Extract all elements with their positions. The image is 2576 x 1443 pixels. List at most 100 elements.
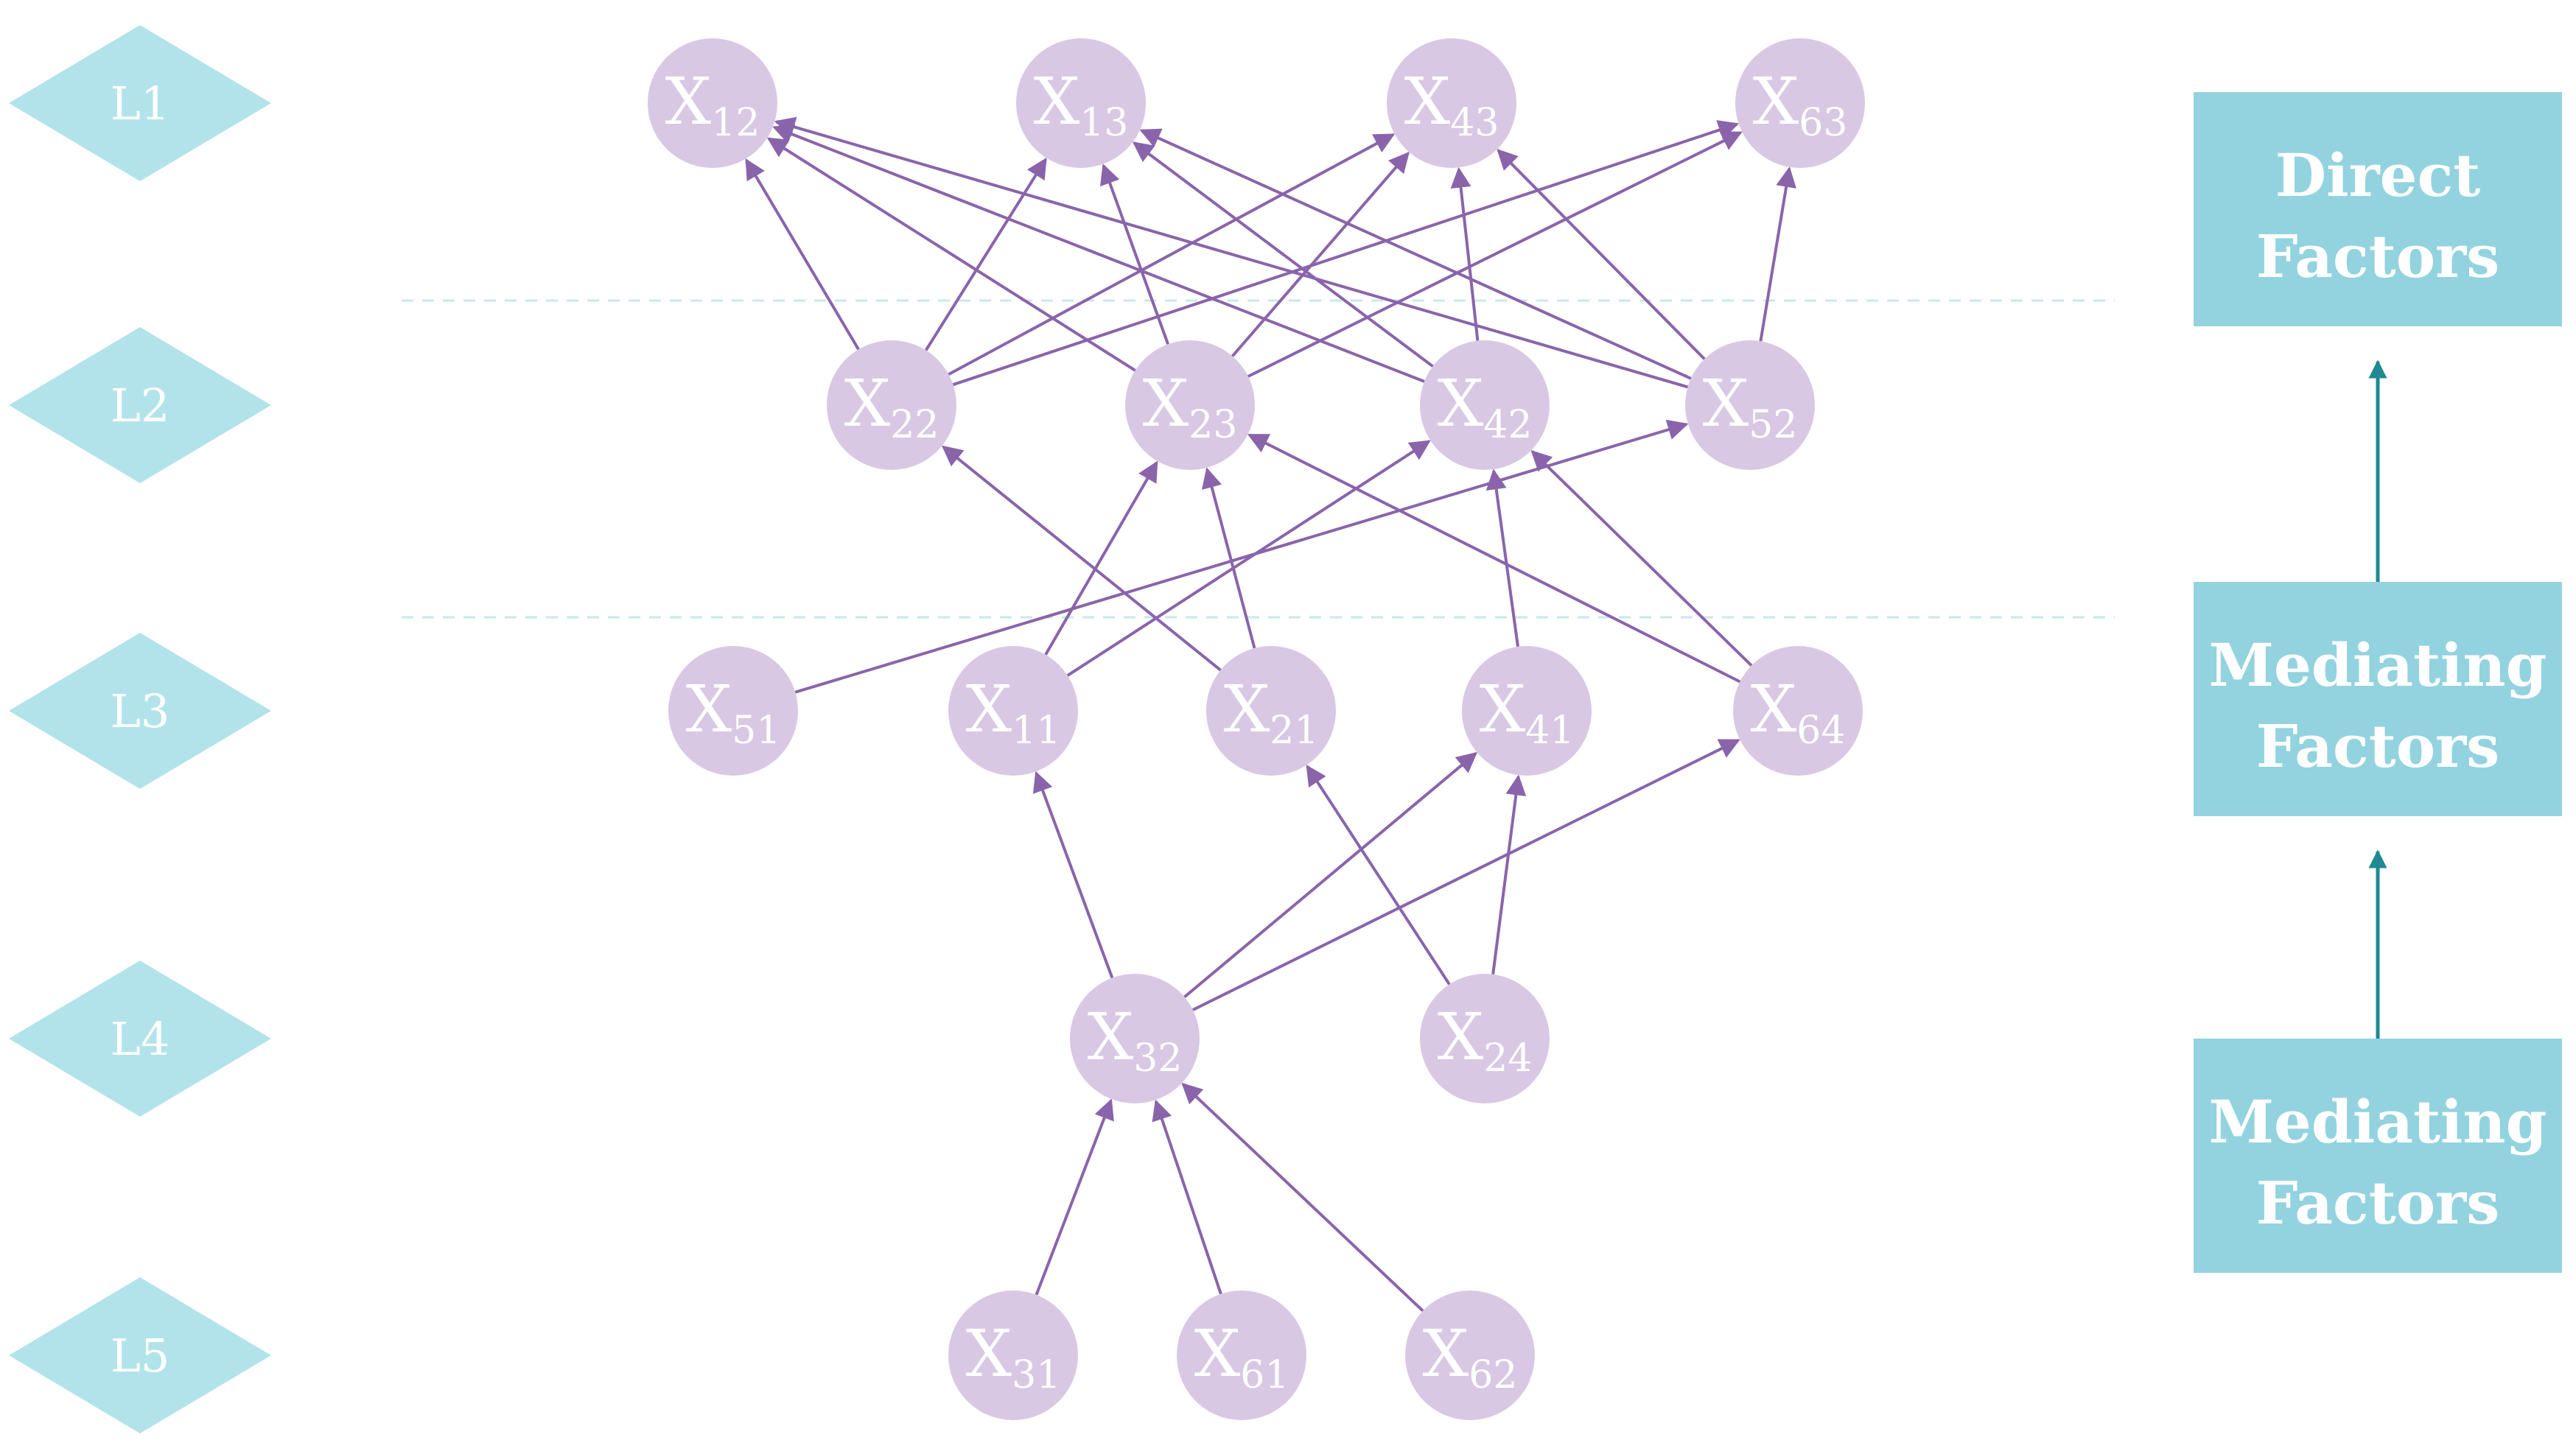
edge-x52-to-x12 [774, 116, 1689, 389]
category-label-line2: Factors [2256, 712, 2499, 781]
node-circle [948, 1291, 1078, 1420]
edge-x24-to-x21 [1306, 765, 1451, 986]
node-label-base: X [1088, 999, 1134, 1075]
node-x22: X22 [827, 340, 956, 470]
node-label: X12 [665, 63, 760, 145]
node-x42: X42 [1420, 340, 1550, 470]
node-x11: X11 [948, 646, 1078, 776]
node-circle [1685, 340, 1815, 470]
level-label: L3 [111, 684, 170, 738]
node-label-base: X [1034, 63, 1080, 139]
edge-x21-to-x22 [941, 445, 1222, 672]
node-label: X63 [1753, 63, 1848, 145]
node-x12: X12 [648, 38, 777, 168]
node-label-base: X [1438, 365, 1484, 441]
edge-x32-to-x11 [1032, 770, 1114, 979]
level-marker-l4: L4 [9, 961, 271, 1117]
node-label-subscript: 12 [711, 101, 760, 145]
level-marker-l1: L1 [9, 25, 271, 181]
node-label: X32 [1088, 999, 1183, 1081]
node-label-subscript: 62 [1469, 1353, 1517, 1397]
node-label-base: X [1194, 1316, 1241, 1391]
node-label: X41 [1480, 671, 1575, 753]
level-diamond [9, 961, 271, 1117]
category-label-line2: Factors [2256, 222, 2499, 291]
level-label: L5 [111, 1329, 170, 1383]
node-label: X21 [1224, 671, 1319, 753]
node-x41: X41 [1462, 646, 1592, 776]
edge-x21-to-x23 [1202, 467, 1256, 649]
node-label-base: X [1480, 671, 1526, 747]
edge-x24-to-x41 [1491, 774, 1527, 975]
node-circle [648, 38, 777, 168]
category-box [2194, 582, 2562, 816]
node-label: X43 [1404, 63, 1499, 145]
edge-x64-to-x23 [1247, 433, 1741, 684]
edge-x42-to-x12 [772, 124, 1425, 383]
edge-x52-to-x13 [1139, 128, 1692, 380]
node-label: X51 [686, 671, 781, 753]
node-label: X11 [966, 671, 1061, 753]
level-diamond [9, 633, 271, 789]
category-box [2194, 92, 2562, 326]
level-marker-l3: L3 [9, 633, 271, 789]
node-x24: X24 [1420, 974, 1550, 1103]
level-label: L4 [111, 1012, 170, 1066]
node-label-base: X [966, 1316, 1012, 1391]
node-label: X24 [1438, 999, 1533, 1081]
node-label-subscript: 41 [1525, 709, 1574, 753]
node-x63: X63 [1735, 38, 1865, 168]
level-marker-l2: L2 [9, 327, 271, 483]
node-label: X61 [1194, 1316, 1289, 1397]
edge-x32-to-x64 [1192, 739, 1740, 1011]
node-label-base: X [1423, 1316, 1469, 1391]
node-circle [1206, 646, 1336, 776]
node-x51: X51 [668, 646, 798, 776]
node-x21: X21 [1206, 646, 1336, 776]
node-x61: X61 [1177, 1291, 1306, 1420]
node-circle [1735, 38, 1865, 168]
node-label-subscript: 42 [1483, 403, 1532, 447]
node-label-subscript: 21 [1270, 709, 1318, 753]
node-label-subscript: 22 [890, 403, 939, 447]
node-label: X64 [1751, 671, 1846, 753]
node-x64: X64 [1733, 646, 1863, 776]
level-diamond [9, 1277, 271, 1433]
node-x32: X32 [1070, 974, 1200, 1103]
edge-x11-to-x23 [1044, 460, 1158, 656]
level-diamond [9, 327, 271, 483]
edge-x22-to-x12 [745, 158, 860, 351]
node-label-base: X [1224, 671, 1270, 747]
node-circle [1462, 646, 1592, 776]
node-x13: X13 [1016, 38, 1146, 168]
edge-x22-to-x63 [952, 120, 1740, 387]
node-circle [1177, 1291, 1306, 1420]
edge-x61-to-x32 [1152, 1099, 1222, 1295]
edge-x23-to-x12 [766, 137, 1136, 372]
node-label-subscript: 23 [1189, 403, 1237, 447]
level-label: L2 [111, 379, 170, 432]
node-circle [1070, 974, 1200, 1103]
edge-x52-to-x43 [1497, 149, 1706, 360]
node-circle [1016, 38, 1146, 168]
node-label-base: X [966, 671, 1012, 747]
node-label-base: X [665, 63, 712, 139]
factor-categories: DirectFactorsMediatingFactorsMediatingFa… [2194, 92, 2562, 1273]
node-label-subscript: 24 [1483, 1036, 1532, 1081]
edge-x22-to-x13 [925, 157, 1047, 351]
level-separators [402, 299, 2115, 619]
level-marker-l5: L5 [9, 1277, 271, 1433]
edge-x64-to-x42 [1530, 449, 1753, 667]
category-label-line1: Mediating [2208, 1087, 2547, 1156]
node-label-subscript: 52 [1749, 403, 1797, 447]
edge-x42-to-x13 [1132, 141, 1434, 368]
node-label: X22 [844, 365, 939, 447]
node-label: X42 [1438, 365, 1533, 447]
node-label-subscript: 61 [1240, 1353, 1289, 1397]
node-circle [1387, 38, 1516, 168]
node-label-base: X [844, 365, 891, 441]
